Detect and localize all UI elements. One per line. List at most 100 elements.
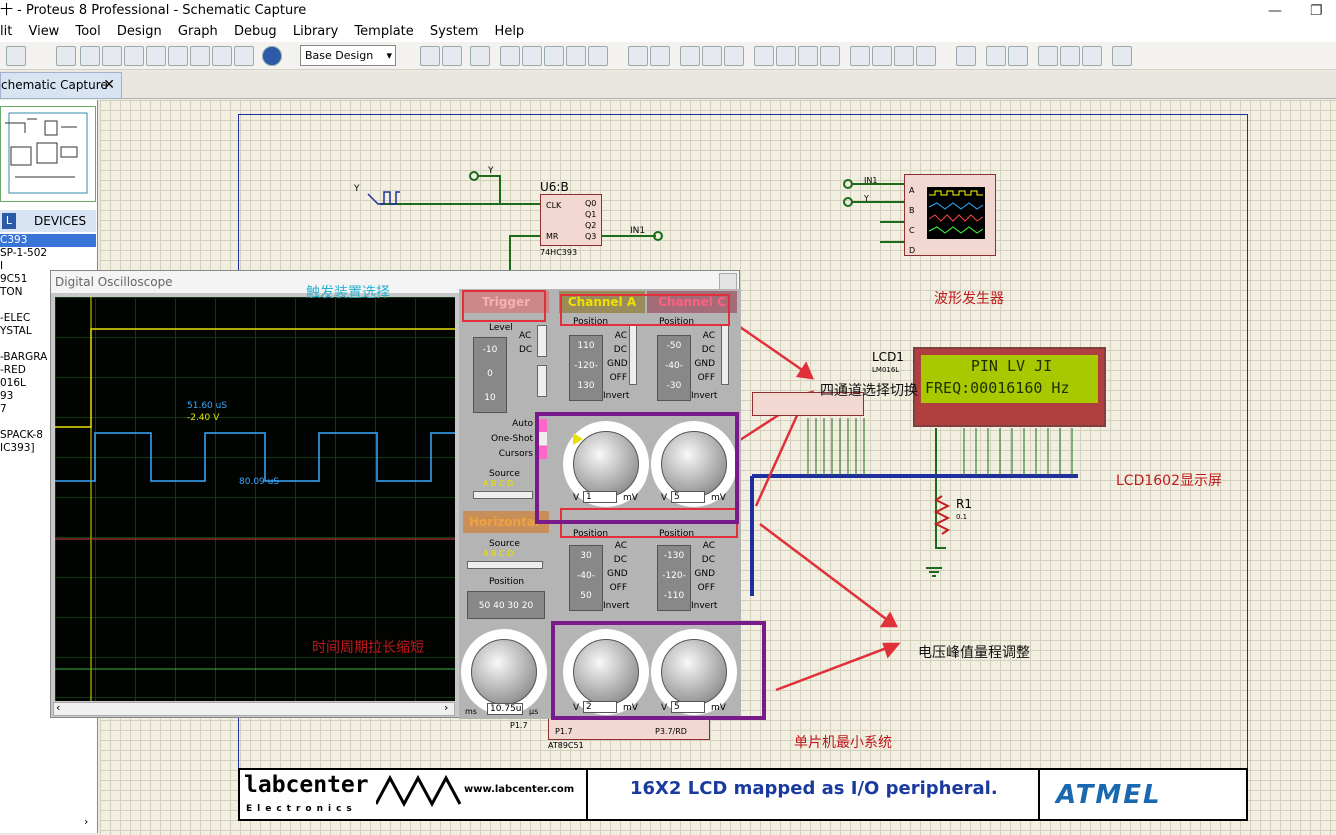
cha-volts-knob[interactable]: [573, 431, 639, 497]
list-item[interactable]: -RED: [0, 364, 26, 376]
block-rotate-icon[interactable]: [798, 46, 818, 66]
scope-screen[interactable]: 51.60 uS -2.40 V 80.09 uS: [55, 297, 455, 701]
cha-coupling-switch[interactable]: [629, 325, 637, 385]
block-move-icon[interactable]: [776, 46, 796, 66]
list-icon[interactable]: [212, 46, 232, 66]
doc-icon[interactable]: [234, 46, 254, 66]
list-item[interactable]: -BARGRA: [0, 351, 48, 363]
pcb-icon[interactable]: [168, 46, 188, 66]
decompose-icon[interactable]: [916, 46, 936, 66]
chevron-right-icon[interactable]: ›: [444, 701, 449, 714]
bom-icon[interactable]: [190, 46, 210, 66]
chip-icon[interactable]: [102, 46, 122, 66]
mode-buttons[interactable]: [539, 419, 547, 459]
home-icon[interactable]: [56, 46, 76, 66]
chc-volts-knob[interactable]: [661, 431, 727, 497]
copy-icon[interactable]: [702, 46, 722, 66]
list-item[interactable]: I: [0, 260, 4, 272]
maximize-icon[interactable]: ❐: [1310, 3, 1323, 19]
menu-template[interactable]: Template: [354, 24, 414, 39]
chc-position-wheel[interactable]: -50-40--30: [657, 335, 691, 401]
delete-sheet-icon[interactable]: [1060, 46, 1080, 66]
list-item[interactable]: 93: [0, 390, 14, 402]
chc-value-field[interactable]: 5: [671, 491, 705, 503]
tab-schematic-capture[interactable]: chematic Capture ✕: [0, 72, 122, 99]
menu-help[interactable]: Help: [494, 24, 525, 39]
cut-icon[interactable]: [680, 46, 700, 66]
edge-switch[interactable]: [537, 365, 547, 397]
redo-icon[interactable]: [650, 46, 670, 66]
library-badge[interactable]: L: [2, 213, 16, 229]
pan-icon[interactable]: [500, 46, 520, 66]
wire-route-icon[interactable]: [956, 46, 976, 66]
menu-design[interactable]: Design: [116, 24, 162, 39]
list-item[interactable]: SPACK-8: [0, 429, 43, 441]
coupling-switch[interactable]: [537, 325, 547, 357]
list-item[interactable]: SP-1-502: [0, 247, 48, 259]
cha-position-wheel[interactable]: 110-120-130: [569, 335, 603, 401]
menu-library[interactable]: Library: [292, 24, 339, 39]
paste-icon[interactable]: [724, 46, 744, 66]
minimize-icon[interactable]: —: [1268, 3, 1282, 19]
grid-icon[interactable]: [442, 46, 462, 66]
block-copy-icon[interactable]: [754, 46, 774, 66]
gerber-icon[interactable]: [146, 46, 166, 66]
list-item[interactable]: 9C51: [0, 273, 28, 285]
menu-view[interactable]: View: [28, 24, 60, 39]
chc-coupling-switch[interactable]: [721, 325, 729, 385]
goto-sheet-icon[interactable]: [1082, 46, 1102, 66]
block-delete-icon[interactable]: [820, 46, 840, 66]
mcu-at89c51[interactable]: P1.7 P3.7/RD: [548, 718, 710, 740]
timebase-knob[interactable]: [471, 639, 537, 705]
help-icon[interactable]: [262, 46, 282, 66]
scroll-right-icon[interactable]: ›: [84, 815, 89, 828]
report-icon[interactable]: [1112, 46, 1132, 66]
pick-icon[interactable]: [850, 46, 870, 66]
horizontal-position-wheel[interactable]: 50 40 30 20: [467, 591, 545, 619]
menu-tool[interactable]: Tool: [75, 24, 101, 39]
list-item[interactable]: C393: [0, 234, 96, 247]
list-item[interactable]: -ELEC: [0, 312, 31, 324]
undo-icon[interactable]: [628, 46, 648, 66]
chb-volts-knob[interactable]: [573, 639, 639, 705]
zoom-out-icon[interactable]: [544, 46, 564, 66]
chb-value-field[interactable]: 2: [583, 701, 617, 713]
design-select[interactable]: Base Design▾: [300, 45, 396, 66]
menu-system[interactable]: System: [429, 24, 479, 39]
list-item[interactable]: YSTAL: [0, 325, 32, 337]
timebase-value-field[interactable]: 10.75u: [487, 703, 523, 715]
menu-edit[interactable]: lit: [0, 24, 13, 39]
package-icon[interactable]: [894, 46, 914, 66]
chd-volts-knob[interactable]: [661, 639, 727, 705]
overview-preview[interactable]: [0, 106, 96, 202]
zoom-all-icon[interactable]: [566, 46, 586, 66]
make-device-icon[interactable]: [872, 46, 892, 66]
menu-debug[interactable]: Debug: [233, 24, 277, 39]
save-icon[interactable]: [6, 46, 26, 66]
refresh-icon[interactable]: [420, 46, 440, 66]
component-icon[interactable]: [80, 46, 100, 66]
oscilloscope-window[interactable]: Digital Oscilloscope 51.60 uS -2.40 V 80…: [50, 270, 741, 719]
menu-graph[interactable]: Graph: [177, 24, 218, 39]
origin-icon[interactable]: [470, 46, 490, 66]
zoom-in-icon[interactable]: [522, 46, 542, 66]
back-icon[interactable]: [124, 46, 144, 66]
close-icon[interactable]: ✕: [103, 77, 115, 93]
search-icon[interactable]: [986, 46, 1006, 66]
lcd-display[interactable]: PIN LV JI FREQ:00016160 Hz: [913, 347, 1106, 427]
new-sheet-icon[interactable]: [1038, 46, 1058, 66]
scope-scrollbar[interactable]: ‹ ›: [53, 701, 455, 716]
cha-value-field[interactable]: 1: [583, 491, 617, 503]
zoom-area-icon[interactable]: [588, 46, 608, 66]
list-item[interactable]: IC393]: [0, 442, 35, 454]
ic-74hc393[interactable]: [540, 194, 602, 246]
list-item[interactable]: 016L: [0, 377, 26, 389]
trigger-source-slider[interactable]: [473, 491, 533, 499]
chd-position-wheel[interactable]: -130-120--110: [657, 545, 691, 611]
chb-position-wheel[interactable]: 30-40-50: [569, 545, 603, 611]
property-icon[interactable]: [1008, 46, 1028, 66]
channel-a-header[interactable]: Channel A: [559, 291, 645, 313]
list-item[interactable]: TON: [0, 286, 23, 298]
